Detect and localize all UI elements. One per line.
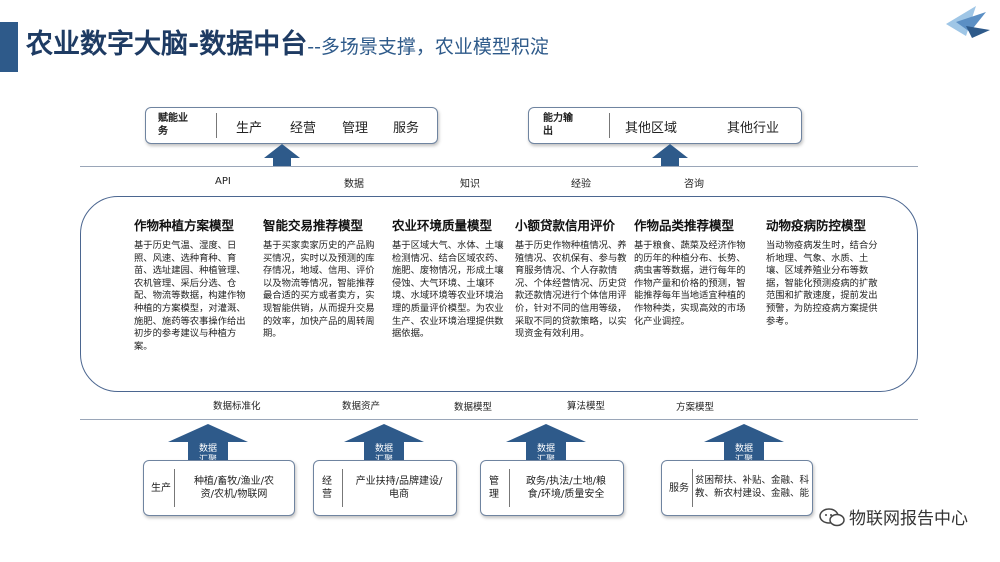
layer-label: 数据模型 (454, 402, 493, 413)
model-card: 作物种植方案模型 基于历史气温、湿度、日照、风速、选种育种、育苗、选址建园、种植… (134, 215, 246, 353)
model-description: 当动物疫病发生时，结合分析地理、气象、水质、土壤、区域养殖业分布等数据，智能化预… (766, 240, 878, 327)
watermark-text: 物联网报告中心 (849, 509, 968, 529)
source-category: 管理 (489, 476, 499, 500)
model-description: 基于区域大气、水体、土壤检测情况、结合区域农药、施肥、废物情况，形成土壤侵蚀、大… (392, 240, 504, 340)
divider (174, 469, 175, 507)
page-title: 农业数字大脑-数据中台--多场景支撑，农业模型积淀 (26, 22, 549, 61)
title-accent-bar (0, 22, 18, 72)
source-content: 种植/畜牧/渔业/农资/农机/物联网 (193, 476, 275, 500)
model-title: 作物种植方案模型 (134, 218, 235, 233)
source-category: 生产 (151, 483, 171, 494)
enablement-item: 管理 (342, 121, 369, 136)
model-title: 作物品类推荐模型 (634, 218, 735, 233)
data-source-box-service: 服务 贫困帮扶、补贴、金融、科教、新农村建设、金融、能 (661, 460, 813, 516)
interface-label: 咨询 (684, 179, 704, 190)
divider (509, 469, 510, 507)
source-category: 服务 (669, 483, 689, 494)
up-arrow-icon (264, 144, 300, 166)
model-card: 农业环境质量模型 基于区域大气、水体、土壤检测情况、结合区域农药、施肥、废物情况… (392, 215, 504, 341)
model-card: 作物品类推荐模型 基于粮食、蔬菜及经济作物的历年的种植分布、长势、病虫害等数据，… (634, 215, 746, 328)
data-source-box-management: 管理 政务/执法/土地/粮食/环境/质量安全 (480, 460, 624, 516)
model-description: 基于历史作物种植情况、养殖情况、农机保有、参与教育服务情况、个人存款情况、个体经… (515, 240, 627, 340)
layer-label: 方案模型 (676, 402, 715, 413)
divider (216, 113, 217, 138)
corner-logo-icon (946, 6, 990, 38)
model-description: 基于买家卖家历史的产品购买情况，实时以及预测的库存情况，地域、信用、评价以及物流… (263, 240, 375, 340)
capability-item: 其他区域 (625, 121, 678, 136)
page-title-main: 农业数字大脑-数据中台 (26, 29, 308, 60)
up-arrow-icon (652, 144, 688, 166)
model-title: 小额贷款信用评价 (515, 218, 616, 233)
models-container (80, 196, 918, 392)
capability-item: 其他行业 (727, 121, 780, 136)
divider-line (80, 166, 918, 167)
source-content: 贫困帮扶、补贴、金融、科教、新农村建设、金融、能 (694, 475, 809, 499)
interface-label: API (215, 176, 231, 187)
model-description: 基于历史气温、湿度、日照、风速、选种育种、育苗、选址建园、种植管理、农机管理、采… (134, 240, 246, 352)
source-category: 经营 (322, 476, 332, 500)
layer-label: 算法模型 (567, 401, 606, 412)
model-title: 动物疫病防控模型 (766, 218, 867, 233)
model-title: 智能交易推荐模型 (263, 218, 364, 233)
data-source-box-operation: 经营 产业扶持/品牌建设/电商 (313, 460, 457, 516)
interface-label: 数据 (344, 179, 364, 190)
watermark: 物联网报告中心 (819, 504, 968, 529)
divider-line (80, 419, 918, 420)
enablement-item: 生产 (236, 121, 263, 136)
enablement-label: 赋能业务 (158, 113, 188, 137)
layer-label: 数据标准化 (213, 401, 261, 412)
model-card: 智能交易推荐模型 基于买家卖家历史的产品购买情况，实时以及预测的库存情况，地域、… (263, 215, 375, 341)
source-content: 产业扶持/品牌建设/电商 (355, 476, 443, 500)
enablement-box: 赋能业务 生产 经营 管理 服务 (145, 107, 438, 144)
model-card: 小额贷款信用评价 基于历史作物种植情况、养殖情况、农机保有、参与教育服务情况、个… (515, 215, 627, 341)
capability-output-label: 能力输出 (543, 113, 573, 137)
divider (342, 469, 343, 507)
enablement-item: 经营 (290, 121, 317, 136)
model-description: 基于粮食、蔬菜及经济作物的历年的种植分布、长势、病虫害等数据，进行每年的作物产量… (634, 240, 746, 327)
data-source-box-production: 生产 种植/畜牧/渔业/农资/农机/物联网 (143, 460, 295, 516)
layer-label: 数据资产 (342, 401, 381, 412)
divider (609, 113, 610, 138)
capability-output-box: 能力输出 其他区域 其他行业 (528, 107, 802, 144)
divider (692, 469, 693, 507)
model-card: 动物疫病防控模型 当动物疫病发生时，结合分析地理、气象、水质、土壤、区域养殖业分… (766, 215, 878, 328)
source-content: 政务/执法/土地/粮食/环境/质量安全 (525, 476, 607, 500)
page-subtitle: --多场景支撑，农业模型积淀 (307, 36, 549, 58)
wechat-icon (819, 508, 845, 527)
interface-label: 知识 (460, 179, 480, 190)
model-title: 农业环境质量模型 (392, 218, 493, 233)
enablement-item: 服务 (393, 121, 420, 136)
interface-label: 经验 (571, 179, 591, 190)
